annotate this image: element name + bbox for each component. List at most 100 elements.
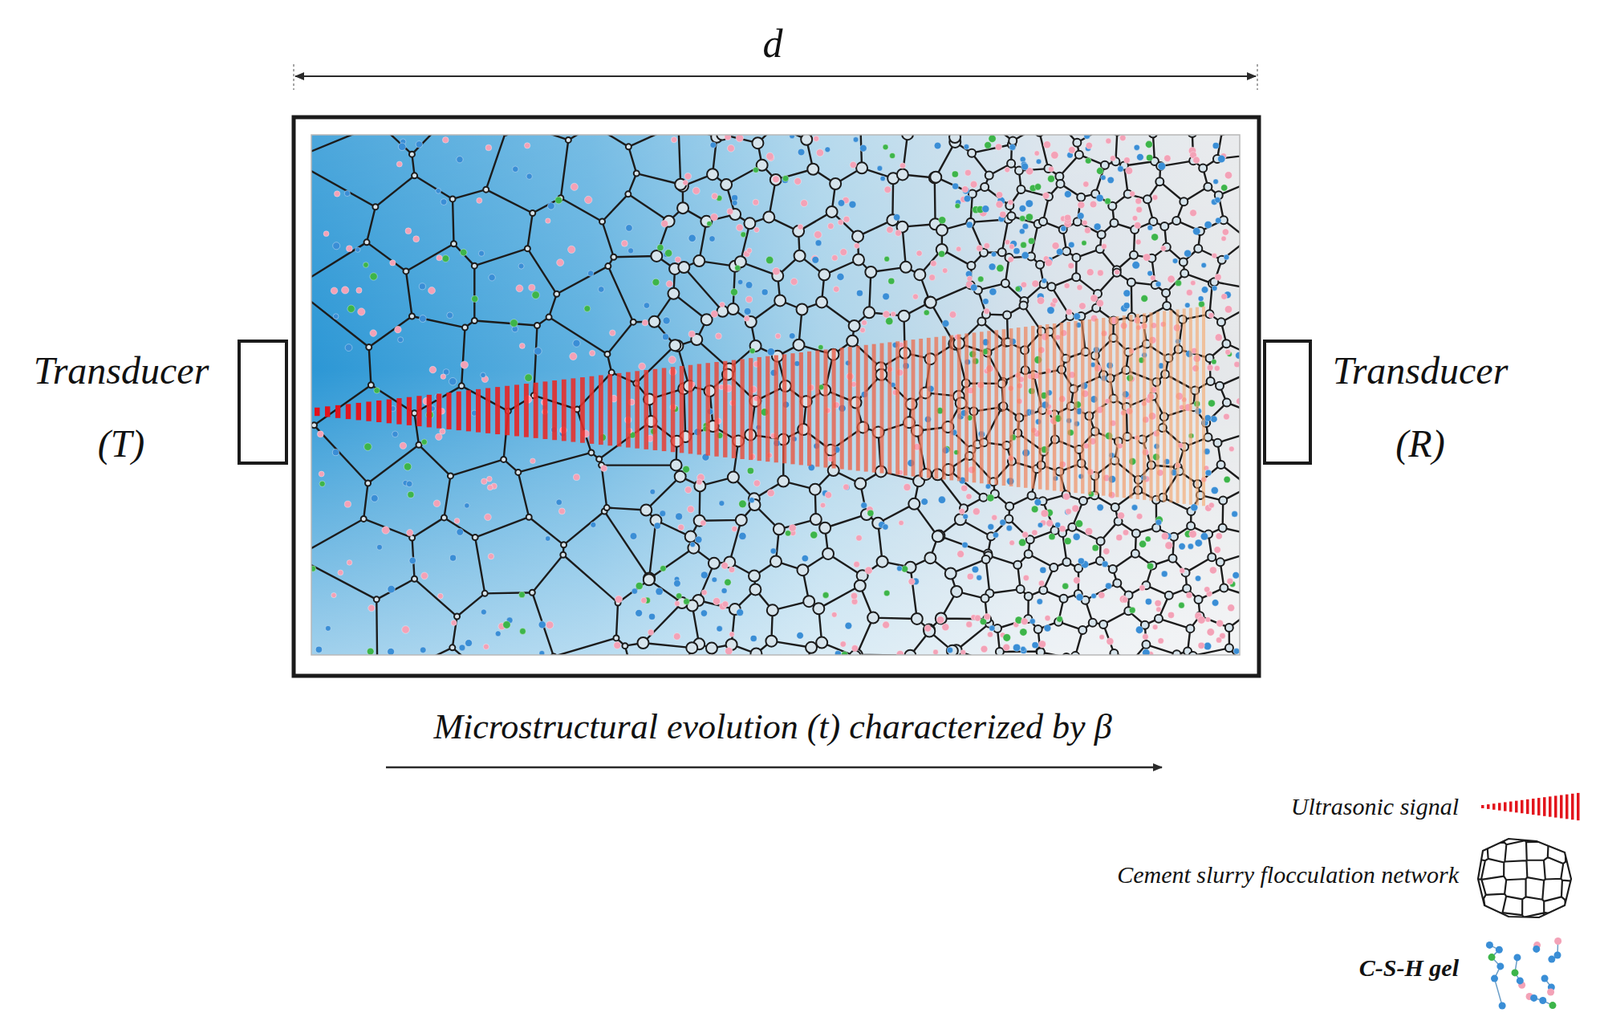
gel-particle [355, 247, 361, 252]
gel-particle [824, 146, 831, 153]
junction [1194, 595, 1203, 604]
gel-particle [331, 592, 337, 597]
junction [1203, 182, 1212, 191]
gel-atom [1498, 1001, 1507, 1009]
gel-particle [818, 344, 824, 350]
gel-particle [1107, 176, 1114, 183]
gel-atom [1495, 946, 1503, 954]
gel-particle [1031, 641, 1039, 649]
gel-particle [683, 598, 691, 606]
gel-particle [1101, 243, 1108, 250]
signal-bar [1067, 321, 1071, 492]
gel-particle [625, 224, 633, 232]
gel-particle [966, 572, 974, 580]
gel-particle [629, 532, 638, 541]
network-icon-cells [1472, 830, 1577, 927]
gel-particle [1105, 138, 1112, 144]
gel-particle [1035, 158, 1042, 165]
signal-bar [856, 345, 861, 472]
junction [854, 580, 866, 592]
gel-particle [538, 621, 546, 629]
gel-particle [962, 513, 969, 520]
gel-particle [319, 480, 325, 487]
junction [767, 604, 779, 616]
junction [701, 313, 713, 325]
gel-particle [1025, 213, 1033, 221]
junction [846, 335, 858, 347]
junction [809, 483, 821, 496]
gel-particle [767, 489, 775, 497]
junction [929, 171, 942, 183]
junction [1168, 554, 1177, 563]
junction [1024, 592, 1033, 601]
junction [1160, 222, 1169, 231]
junction [1047, 282, 1056, 291]
junction [1132, 528, 1141, 537]
gel-particle [916, 250, 922, 256]
gel-particle [659, 510, 666, 517]
gel-particle [1215, 217, 1222, 224]
gel-particle [1135, 239, 1142, 245]
signal-bar [1101, 317, 1105, 496]
gel-particle [1165, 541, 1174, 550]
gel-particle [569, 352, 577, 360]
signal-bar [416, 395, 422, 427]
gel-particle [1096, 299, 1104, 307]
junction [687, 542, 699, 554]
junction [471, 263, 478, 269]
gel-particle [1210, 487, 1219, 495]
junction [1198, 163, 1207, 172]
gel-particle [1128, 606, 1136, 614]
gel-particle [1123, 289, 1131, 297]
gel-particle [1235, 351, 1240, 359]
gel-particle [884, 255, 890, 262]
gel-particle [1065, 508, 1072, 515]
gel-particle [519, 628, 526, 635]
junction [1143, 194, 1152, 204]
gel-particle [960, 649, 966, 654]
gel-particle [1063, 190, 1072, 199]
gel-particle [1139, 584, 1146, 591]
gel-particle [442, 255, 450, 263]
junction [1013, 560, 1022, 569]
gel-particle [1226, 577, 1234, 585]
gel-particle [1086, 268, 1094, 277]
gel-particle [512, 166, 519, 172]
signal-bar [949, 335, 954, 481]
gel-particle [735, 264, 741, 271]
gel-particle [1042, 191, 1050, 199]
gel-atom [1554, 937, 1562, 945]
gel-particle [837, 199, 845, 208]
gel-particle [908, 577, 915, 585]
slurry-background [311, 134, 1240, 655]
signal-bar [1031, 325, 1035, 489]
gel-particle [860, 327, 866, 333]
gel-particle [1215, 532, 1223, 540]
gel-particle [1129, 190, 1136, 197]
gel-particle [921, 498, 929, 506]
gel-particle [1223, 413, 1231, 420]
gel-particle [407, 491, 415, 498]
signal-bar [1571, 793, 1575, 820]
junction [458, 382, 465, 389]
gel-particle [495, 630, 501, 637]
gel-particle [889, 152, 896, 159]
gel-particle [700, 519, 707, 526]
gel-particle [893, 214, 900, 221]
junction [1059, 225, 1068, 234]
gel-particle [1147, 224, 1154, 231]
gel-particle [324, 625, 331, 631]
junction [462, 324, 468, 331]
gel-particle [1198, 300, 1206, 308]
signal-bar [543, 381, 549, 439]
gel-particle [942, 320, 950, 328]
gel-particle [721, 561, 729, 569]
junction [1062, 247, 1071, 256]
gel-particle [700, 609, 707, 617]
gel-particle [976, 574, 983, 581]
gel-particle [1227, 604, 1235, 612]
gel-particle [722, 601, 729, 608]
gel-particle [1212, 142, 1219, 149]
junction [1108, 564, 1117, 573]
